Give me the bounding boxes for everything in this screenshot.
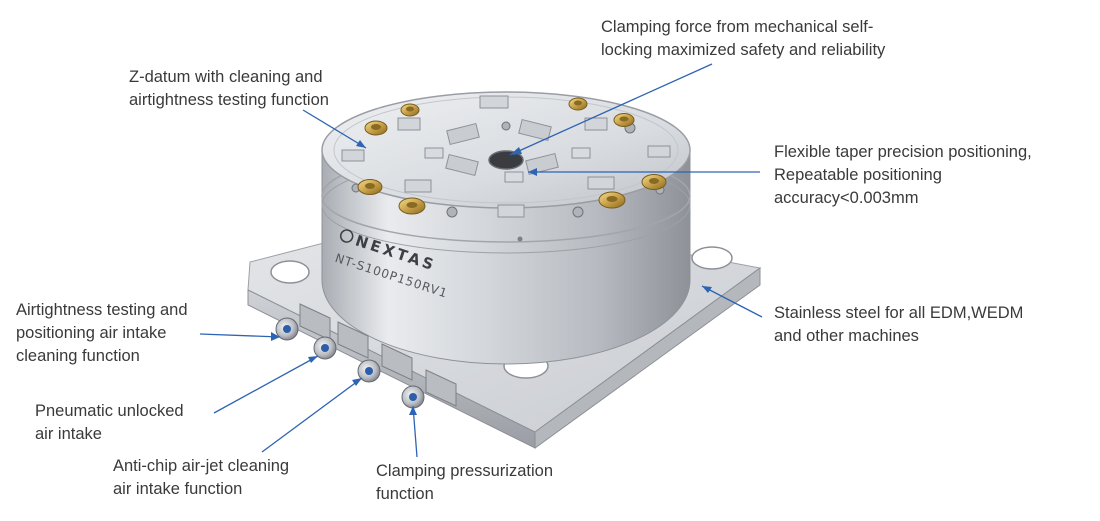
brass-plug-icon: [598, 191, 626, 209]
leader-lines: [199, 63, 763, 458]
arrow-head-icon: [271, 332, 280, 341]
air-fitting-icon: [357, 343, 413, 383]
callout-anti-chip: Anti-chip air-jet cleaning air intake fu…: [113, 457, 290, 498]
arrow-head-icon: [409, 406, 417, 415]
leader-line-clamping-force: [509, 63, 713, 156]
brand-logo-icon: [339, 229, 354, 243]
callout-stainless-steel: Stainless steel for all EDM,WEDM and oth…: [774, 304, 1024, 345]
callout-clamping-force: Clamping force from mechanical self- loc…: [601, 18, 886, 59]
air-fittings: [275, 303, 457, 409]
arrow-head-icon: [510, 147, 522, 155]
callout-clamping-pressurization: Clamping pressurization function: [376, 462, 553, 503]
callout-taper-positioning: Flexible taper precision positioning, Re…: [774, 143, 1032, 207]
arrow-head-icon: [528, 168, 537, 176]
leader-line-z-datum: [302, 109, 367, 149]
arrow-head-icon: [702, 286, 712, 293]
air-fitting-icon: [275, 303, 331, 341]
center-hole-icon: [488, 150, 524, 170]
callout-airtightness-intake: Airtightness testing and positioning air…: [16, 301, 188, 365]
air-fitting-icon: [313, 321, 369, 360]
callout-pneumatic-unlocked: Pneumatic unlocked air intake: [35, 402, 184, 443]
mount-hole-icon: [691, 246, 733, 270]
brass-plug-icon: [568, 97, 588, 111]
brass-plug-icon: [400, 103, 420, 117]
leader-line-stainless: [701, 285, 763, 318]
z-datum-plugs: [357, 97, 667, 215]
brass-plug-icon: [357, 179, 383, 195]
arrow-head-icon: [352, 378, 362, 386]
brass-plug-icon: [364, 120, 388, 136]
leader-arrowheads: [271, 140, 712, 415]
brass-plug-icon: [398, 197, 426, 215]
arrow-head-icon: [308, 356, 318, 363]
brass-plug-icon: [613, 113, 635, 127]
callout-z-datum: Z-datum with cleaning and airtightness t…: [129, 68, 329, 109]
chuck-top-face: [321, 91, 691, 218]
brass-plug-icon: [641, 174, 667, 190]
air-fitting-icon: [401, 369, 457, 409]
arrow-head-icon: [356, 140, 366, 148]
leader-line-anti-chip: [261, 377, 363, 453]
mount-hole-icon: [270, 260, 310, 284]
leader-line-pneumatic: [213, 355, 319, 414]
leader-line-airtightness: [199, 333, 281, 338]
